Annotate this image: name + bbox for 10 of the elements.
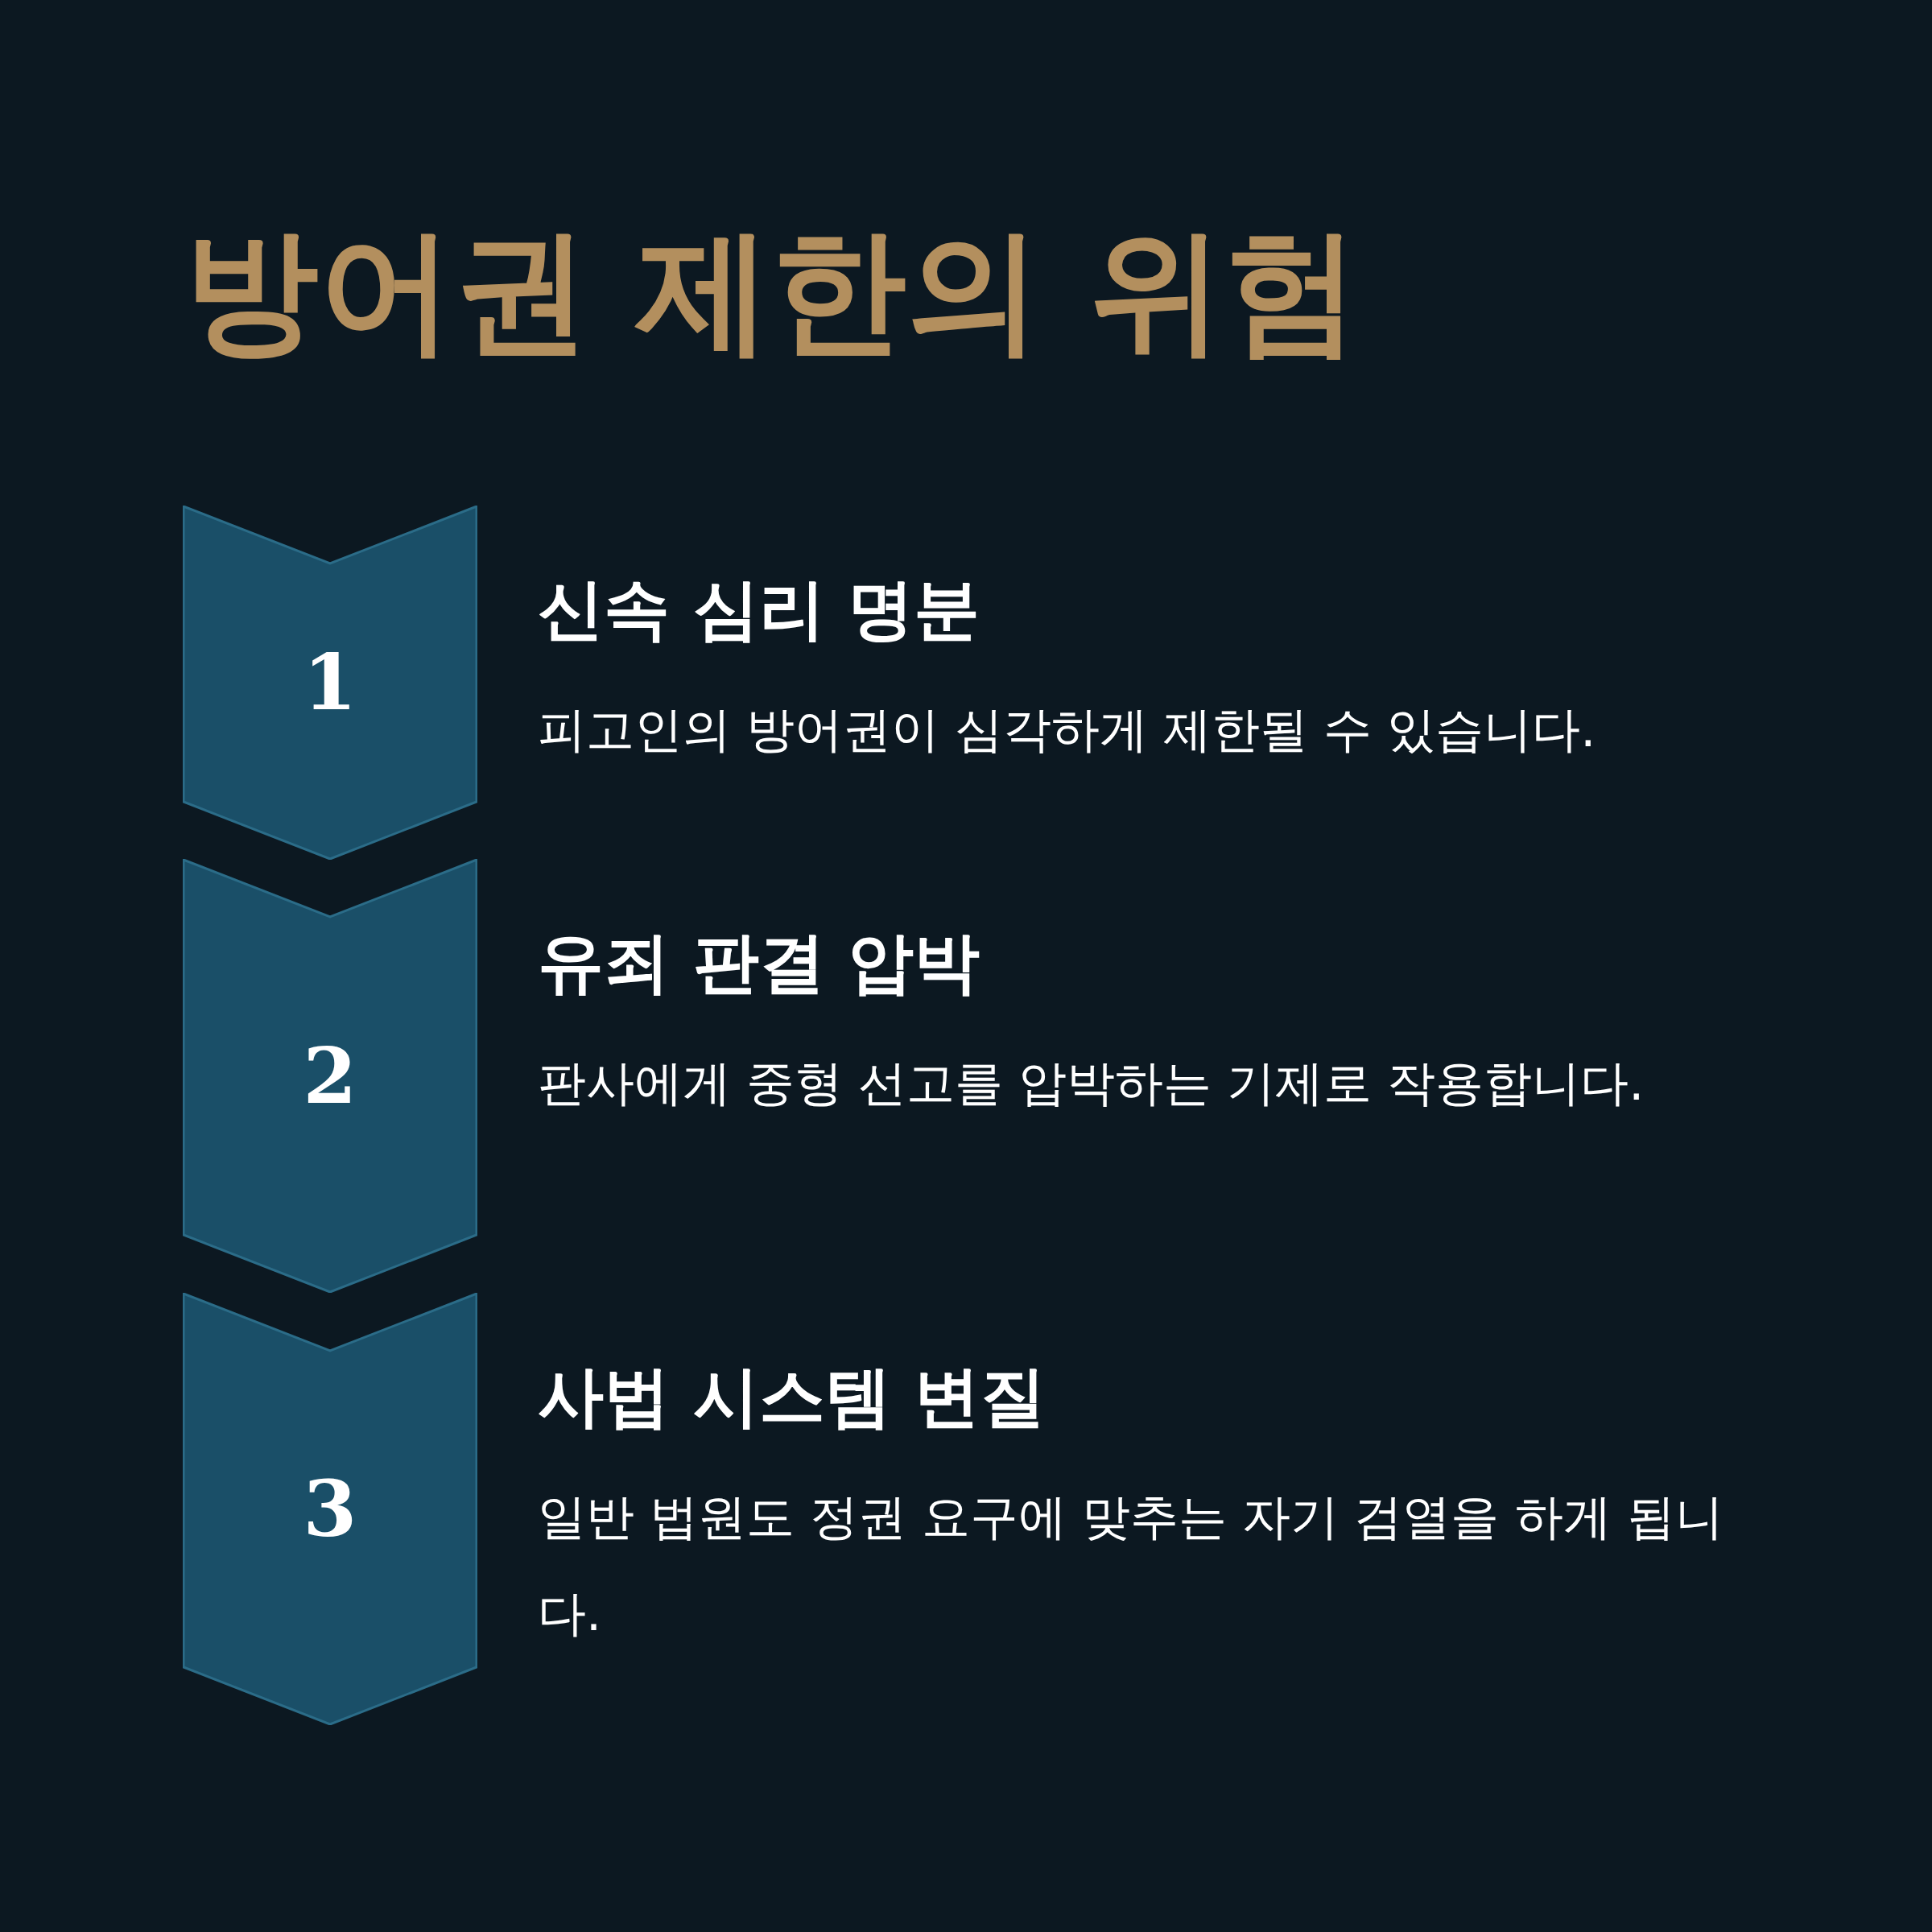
page-title: 방어권 제한의 위험 xyxy=(184,211,1360,371)
step-description: 피고인의 방어권이 심각하게 제한될 수 있습니다. xyxy=(538,700,1597,760)
step-number: 1 xyxy=(302,644,358,721)
step-description: 판사에게 중형 선고를 압박하는 기제로 작용합니다. xyxy=(538,1054,1645,1113)
step-heading: 사법 시스템 변질 xyxy=(538,1357,1047,1436)
step-number: 3 xyxy=(302,1470,358,1548)
step-description: 일반 법원도 정권 요구에 맞추는 자기 검열을 하게 됩니다. xyxy=(538,1488,1724,1644)
step-heading: 신속 심리 명분 xyxy=(538,570,981,649)
step-number: 2 xyxy=(302,1037,358,1115)
step-heading: 유죄 판결 압박 xyxy=(538,923,981,1002)
